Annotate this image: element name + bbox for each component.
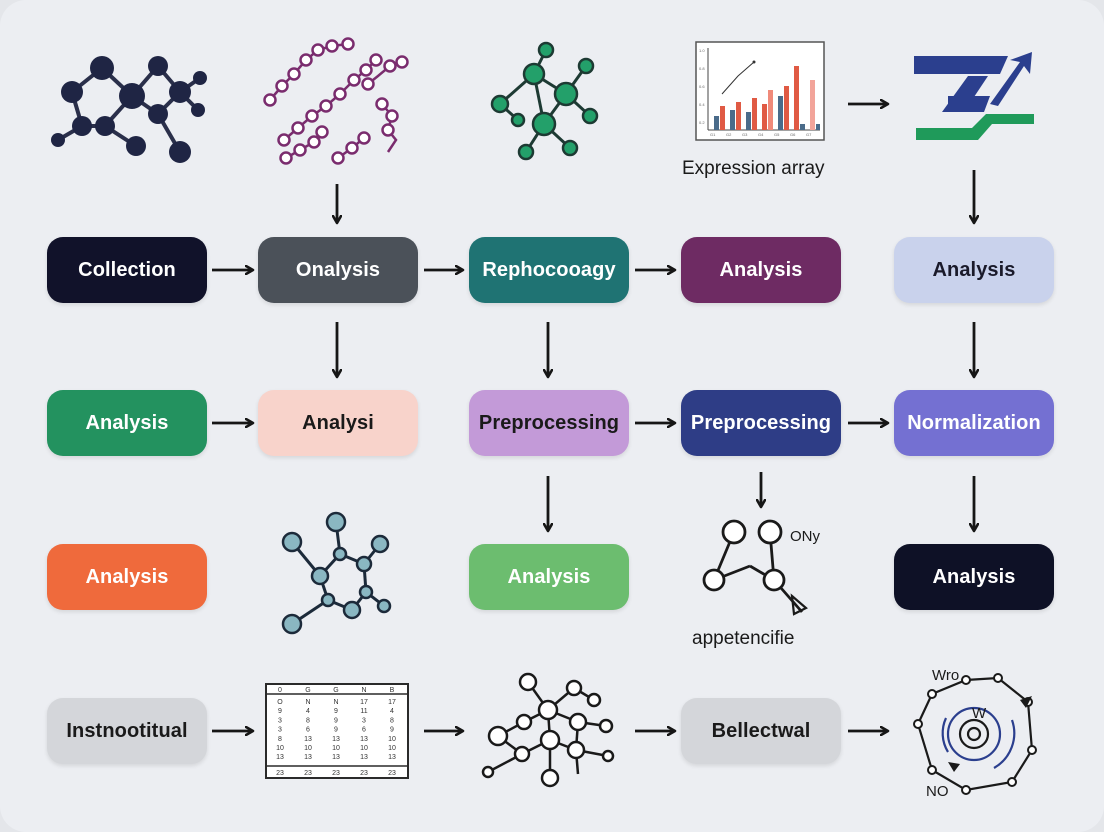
node-preprocessing-navy: Preprocessing xyxy=(681,390,841,456)
node-bellectwal: Bellectwal xyxy=(681,698,841,764)
bar-chart-icon: 1.0 0.8 0.6 0.4 0.2 G1 G2 G3 G4 G5 G6 G7 xyxy=(695,41,825,141)
table-cell: 10 xyxy=(388,745,396,752)
table-cell: 13 xyxy=(276,754,284,761)
table-cell: 10 xyxy=(360,745,368,752)
svg-text:G7: G7 xyxy=(806,132,812,137)
node-onalysis: Onalysis xyxy=(258,237,418,303)
table-cell: G xyxy=(305,687,310,694)
node-collection: Collection xyxy=(47,237,207,303)
node-analysis-purple: Analysis xyxy=(681,237,841,303)
svg-text:0.6: 0.6 xyxy=(699,84,705,89)
table-cell: 4 xyxy=(390,708,394,715)
table-cell: 6 xyxy=(306,727,310,734)
table-cell: 13 xyxy=(304,754,312,761)
svg-text:G2: G2 xyxy=(726,132,732,137)
table-cell: N xyxy=(333,699,338,706)
table-cell: 3 xyxy=(362,717,366,724)
node-normalization: Normalization xyxy=(894,390,1054,456)
table-cell: 8 xyxy=(306,717,310,724)
table-cell: 23 xyxy=(332,770,340,777)
table-cell: 13 xyxy=(332,754,340,761)
table-cell: 10 xyxy=(276,745,284,752)
table-cell: 11 xyxy=(360,708,367,715)
expression-array-label: Expression array xyxy=(682,158,825,179)
ony-label: ONy xyxy=(790,528,821,545)
table-cell: 9 xyxy=(334,727,338,734)
table-cell: 23 xyxy=(304,770,312,777)
table-cell: 9 xyxy=(334,717,338,724)
svg-text:0.2: 0.2 xyxy=(699,120,705,125)
svg-text:0.4: 0.4 xyxy=(699,102,705,107)
table-cell: 13 xyxy=(304,736,312,743)
table-cell: 17 xyxy=(388,699,396,706)
node-analysis-lightgreen: Analysis xyxy=(469,544,629,610)
table-cell: O xyxy=(277,699,283,706)
trend-arrow-logo-icon xyxy=(914,52,1034,140)
node-analysis-orange: Analysis xyxy=(47,544,207,610)
table-cell: 10 xyxy=(388,736,396,743)
node-analysis-lavender: Analysis xyxy=(894,237,1054,303)
ring-structure-icon: ONy xyxy=(702,519,821,616)
svg-text:G1: G1 xyxy=(710,132,716,137)
table-cell: 8 xyxy=(390,717,394,724)
table-cell: 23 xyxy=(388,770,396,777)
chain-molecule-icon xyxy=(263,37,409,165)
table-cell: 13 xyxy=(360,754,368,761)
table-cell: 9 xyxy=(278,708,282,715)
table-cell: 9 xyxy=(334,708,338,715)
table-cell: 13 xyxy=(332,736,340,743)
table-cell: 6 xyxy=(362,727,366,734)
appetencifie-label: appetencifie xyxy=(692,628,795,649)
table-cell: N xyxy=(305,699,310,706)
table-cell: 0 xyxy=(278,687,282,694)
w-label: W xyxy=(972,705,987,722)
svg-text:G6: G6 xyxy=(790,132,796,137)
table-cell: N xyxy=(361,687,366,694)
table-cell: 13 xyxy=(360,736,368,743)
table-cell: G xyxy=(333,687,338,694)
table-cell: 4 xyxy=(306,708,310,715)
node-rephocooagy: Rephocooagy xyxy=(469,237,629,303)
cycle-diagram-icon: Wro W NO xyxy=(913,667,1037,800)
network-molecule-icon xyxy=(281,511,392,635)
node-instnootitual: Instnootitual xyxy=(47,698,207,764)
table-cell: 10 xyxy=(304,745,312,752)
svg-text:1.0: 1.0 xyxy=(699,48,705,53)
svg-text:G5: G5 xyxy=(774,132,780,137)
wro-label: Wro xyxy=(932,667,959,684)
node-preprocessing-lilac: Preprocessing xyxy=(469,390,629,456)
molecule-icon xyxy=(51,56,207,163)
table-cell: 8 xyxy=(278,736,282,743)
table-cell: 3 xyxy=(278,727,282,734)
table-cell: 17 xyxy=(360,699,368,706)
table-cell: B xyxy=(390,687,395,694)
svg-text:G4: G4 xyxy=(758,132,764,137)
table-cell: 23 xyxy=(360,770,368,777)
table-cell: 13 xyxy=(388,754,396,761)
network-graph-icon xyxy=(481,672,615,788)
table-cell: 3 xyxy=(278,717,282,724)
node-analysis-green: Analysis xyxy=(47,390,207,456)
table-cell: 10 xyxy=(332,745,340,752)
table-cell: 23 xyxy=(276,770,284,777)
svg-text:G3: G3 xyxy=(742,132,748,137)
svg-text:0.8: 0.8 xyxy=(699,66,705,71)
node-analysi-pink: Analysi xyxy=(258,390,418,456)
no-label: NO xyxy=(926,783,949,800)
node-analysis-dark: Analysis xyxy=(894,544,1054,610)
network-molecule-icon xyxy=(490,41,599,161)
table-cell: 9 xyxy=(390,727,394,734)
